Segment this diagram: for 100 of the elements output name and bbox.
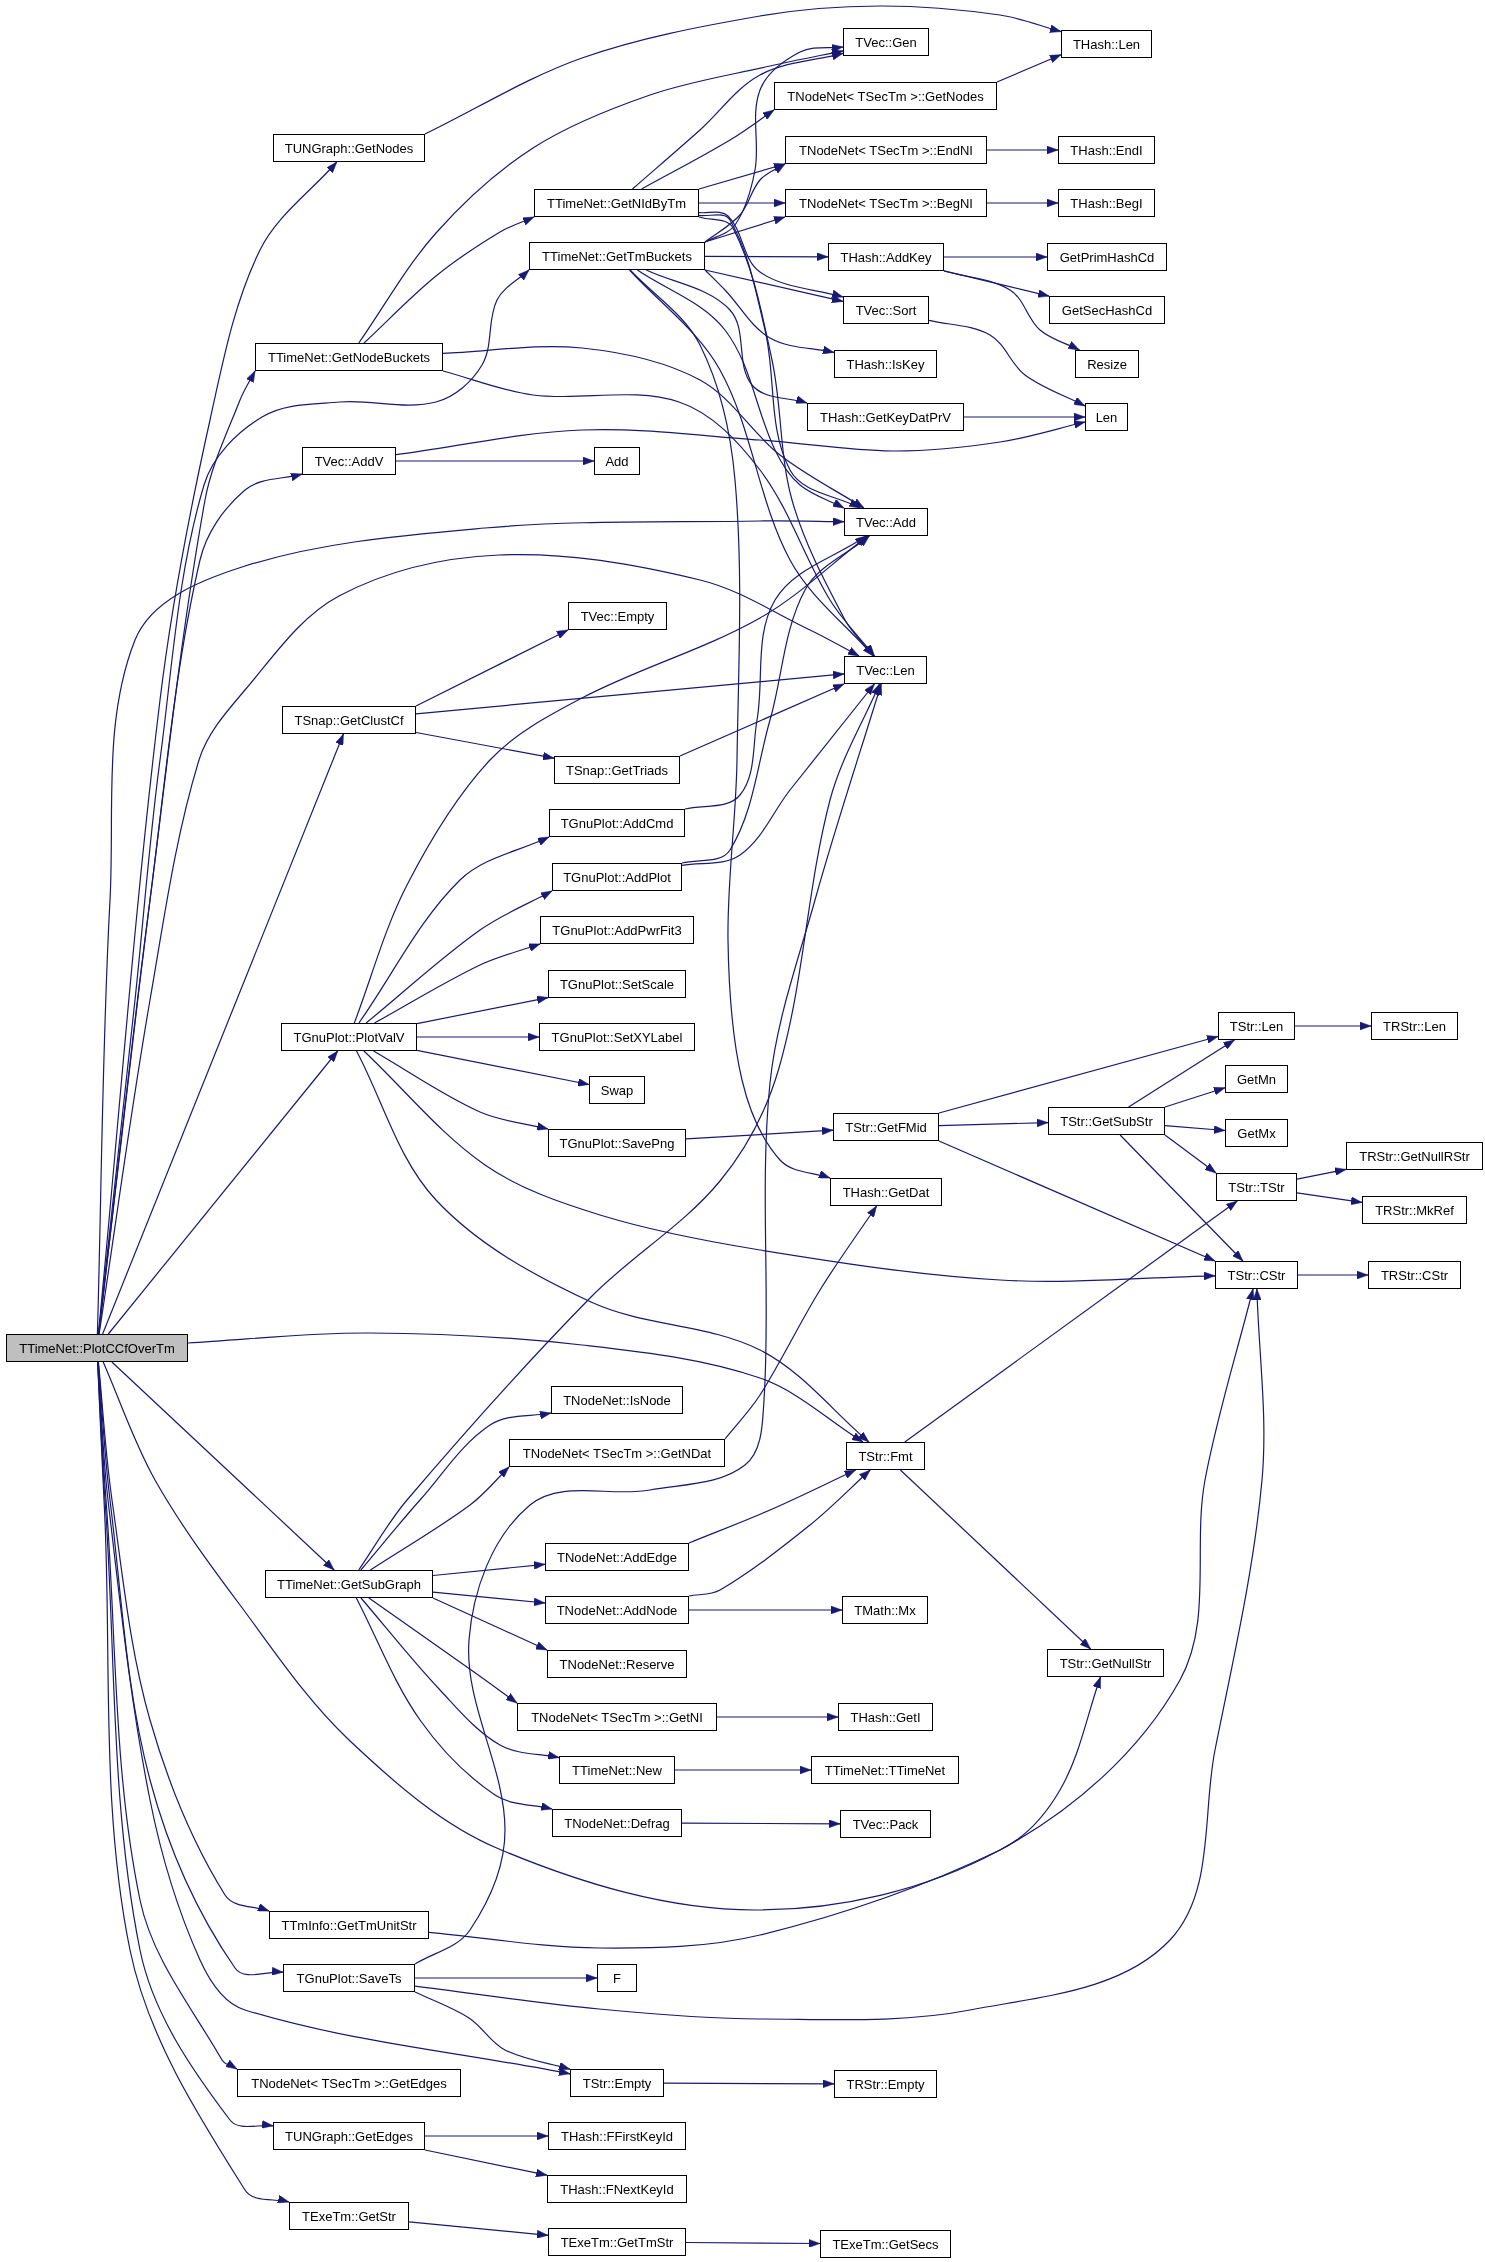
call-arrow: [408, 2221, 549, 2239]
function-box: Resize: [1075, 350, 1139, 378]
call-arrow: [698, 198, 786, 208]
function-box: TStr::GetSubStr: [1048, 1107, 1165, 1135]
highlighted-function-box: TTimeNet::PlotCCfOverTm: [6, 1334, 188, 1362]
function-box: TVec::Sort: [843, 296, 929, 324]
call-arrow: [899, 1469, 1092, 1650]
call-arrow: [704, 215, 786, 243]
call-arrow: [414, 683, 883, 1965]
call-arrow: [369, 1466, 510, 1571]
function-box: TTimeNet::GetTmBuckets: [529, 242, 705, 270]
call-arrow: [111, 1361, 335, 1571]
call-arrow: [358, 683, 881, 1571]
function-box: TNodeNet::Reserve: [547, 1650, 687, 1678]
function-box: TGnuPlot::AddCmd: [549, 809, 685, 837]
call-arrow: [416, 1049, 590, 1088]
call-arrow: [1164, 1086, 1226, 1108]
call-arrow: [424, 2149, 548, 2178]
call-arrow: [1128, 1039, 1235, 1108]
function-box: TGnuPlot::SetScale: [548, 970, 686, 998]
call-arrow: [938, 1118, 1049, 1127]
call-arrow: [414, 1973, 598, 1983]
call-arrow: [986, 145, 1059, 155]
call-arrow: [373, 942, 541, 1024]
function-box: TMath::Mx: [842, 1596, 928, 1624]
function-box: TTmInfo::GetTmUnitStr: [269, 1911, 429, 1939]
function-box: F: [597, 1964, 637, 1992]
call-arrow: [698, 211, 844, 299]
call-arrow: [679, 683, 845, 757]
call-arrow: [415, 731, 555, 761]
function-box: TExeTm::GetStr: [289, 2202, 409, 2230]
function-box: TVec::Gen: [843, 28, 929, 56]
function-box: TVec::Empty: [568, 602, 667, 630]
call-arrow: [360, 1410, 552, 1571]
function-box: Len: [1085, 403, 1128, 431]
call-arrow: [107, 1050, 339, 1335]
call-arrow: [685, 1126, 834, 1140]
call-arrow: [363, 216, 535, 344]
function-box: GetMn: [1225, 1065, 1288, 1093]
call-arrow: [363, 1050, 1216, 1282]
function-box: TUNGraph::GetNodes: [273, 134, 425, 162]
function-box: TExeTm::GetTmStr: [548, 2228, 686, 2256]
call-arrow: [428, 1676, 1102, 1949]
call-arrow: [641, 109, 775, 190]
function-box: TStr::Empty: [570, 2069, 664, 2097]
function-box: TExeTm::GetSecs: [820, 2230, 951, 2258]
function-box: TStr::TStr: [1216, 1173, 1297, 1201]
call-arrow: [704, 252, 829, 261]
function-box: TNodeNet::AddEdge: [545, 1543, 689, 1571]
call-arrow: [645, 269, 808, 405]
call-arrow: [928, 319, 1086, 407]
function-box: TStr::Fmt: [846, 1442, 925, 1470]
call-arrow: [358, 836, 550, 1024]
call-arrow: [631, 51, 844, 190]
function-box: TNodeNet< TSecTm >::GetNI: [517, 1703, 717, 1731]
function-box: TStr::CStr: [1215, 1261, 1298, 1289]
function-box: TNodeNet< TSecTm >::GetEdges: [237, 2069, 461, 2097]
call-arrow: [432, 1560, 546, 1577]
function-box: TGnuPlot::AddPwrFit3: [540, 916, 694, 944]
function-box: TNodeNet::AddNode: [545, 1596, 689, 1624]
function-box: THash::BegI: [1058, 189, 1155, 217]
call-arrow: [353, 535, 869, 1024]
function-box: TUNGraph::GetEdges: [273, 2122, 425, 2150]
function-box: TStr::GetNullStr: [1047, 1649, 1164, 1677]
call-arrow: [355, 1050, 870, 1443]
call-arrow: [688, 1469, 857, 1544]
call-arrow: [938, 1140, 1216, 1262]
function-box: TTimeNet::GetNIdByTm: [534, 189, 699, 217]
call-arrow: [187, 1332, 864, 1443]
call-arrow: [432, 1591, 546, 1607]
function-box: THash::EndI: [1058, 136, 1155, 164]
call-arrow: [355, 1597, 553, 1812]
call-arrow: [424, 5, 1062, 135]
function-box: THash::FNextKeyId: [547, 2175, 687, 2203]
function-box: TVec::Add: [844, 508, 928, 536]
call-arrow: [102, 733, 345, 1335]
function-box: TNodeNet< TSecTm >::BegNI: [785, 189, 987, 217]
function-box: GetPrimHashCd: [1047, 243, 1167, 271]
function-box: TVec::Len: [844, 656, 927, 684]
function-box: Swap: [589, 1076, 645, 1104]
function-box: THash::IsKey: [834, 350, 937, 378]
call-arrow: [724, 1205, 878, 1440]
call-arrow: [102, 1288, 1256, 1911]
call-arrow: [663, 2079, 835, 2088]
function-box: TGnuPlot::AddPlot: [552, 863, 682, 891]
function-box: TRStr::GetNullRStr: [1346, 1142, 1483, 1170]
function-box: GetSecHashCd: [1049, 296, 1165, 324]
function-box: TRStr::CStr: [1368, 1261, 1461, 1289]
call-arrow: [372, 1050, 549, 1132]
call-arrow: [416, 995, 549, 1025]
call-arrow: [432, 1597, 548, 1651]
function-box: TGnuPlot::SaveTs: [283, 1964, 415, 1992]
call-arrow: [629, 269, 874, 657]
call-arrow: [1294, 1021, 1372, 1031]
function-box: TNodeNet::IsNode: [551, 1386, 683, 1414]
function-box: TTimeNet::GetNodeBuckets: [255, 343, 443, 371]
function-box: THash::GetKeyDatPrV: [807, 403, 964, 431]
function-box: TNodeNet< TSecTm >::GetNodes: [774, 82, 997, 110]
function-box: TGnuPlot::SetXYLabel: [539, 1023, 695, 1051]
call-arrow: [368, 1597, 518, 1704]
